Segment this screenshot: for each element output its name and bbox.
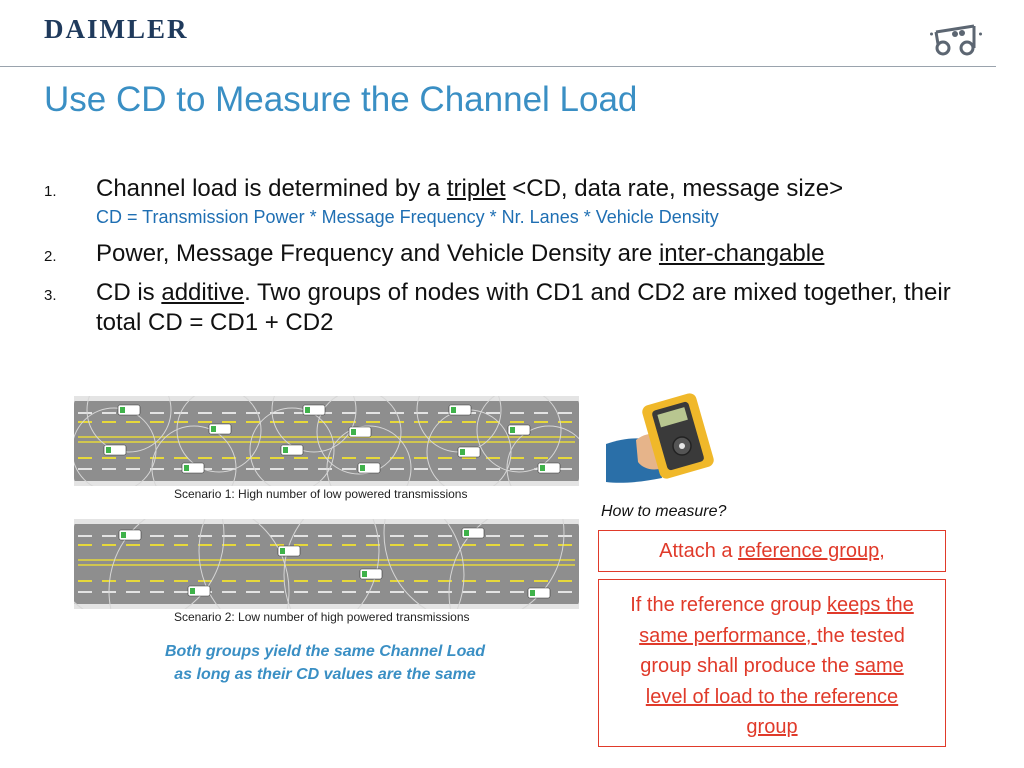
point-text-tail: <CD, data rate, message size>	[505, 175, 844, 202]
box2-text-2: the tested group shall produce the	[640, 624, 905, 678]
bullet-number: 3.	[44, 287, 57, 304]
vehicle-network-icon	[930, 24, 982, 56]
point-text-tail: . Two groups of nodes with CD1 and CD2 a…	[96, 279, 951, 336]
daimler-logo: DAIMLER	[44, 14, 189, 44]
highway-diagram-2	[74, 519, 579, 609]
scenario-1-figure: Scenario 1: High number of low powered t…	[74, 396, 579, 501]
bullet-point-3: 3. CD is additive. Two groups of nodes w…	[44, 278, 974, 338]
point-underlined-text: triplet	[446, 175, 506, 202]
header-divider	[0, 66, 996, 67]
box2-underlined-2: same level of load to the reference grou…	[645, 655, 904, 738]
bullet-point-1: 1. Channel load is determined by a tripl…	[44, 174, 974, 230]
reference-group-box: Attach a reference group,	[598, 530, 946, 572]
cd-formula: CD = Transmission Power * Message Freque…	[96, 207, 719, 227]
bullet-number: 2.	[44, 248, 57, 265]
reference-performance-box: If the reference group keeps the same pe…	[598, 579, 946, 747]
point-underlined-text: additive	[161, 279, 245, 306]
multimeter-photo-icon	[606, 386, 730, 486]
same-load-note-line-1: Both groups yield the same Channel Load	[164, 643, 486, 660]
scenario-2-figure: Scenario 2: Low number of high powered t…	[74, 519, 579, 624]
bullet-list: 1. Channel load is determined by a tripl…	[44, 174, 974, 347]
point-text: Power, Message Frequency and Vehicle Den…	[96, 240, 659, 267]
same-load-note: Both groups yield the same Channel Load …	[110, 640, 540, 686]
box2-underlined-1: keeps the same performance,	[639, 594, 914, 647]
how-to-measure-label: How to measure?	[601, 503, 727, 520]
point-text: CD is	[96, 279, 162, 306]
point-underlined-text: inter-changable	[658, 240, 825, 267]
box1-text: Attach a	[659, 540, 739, 562]
bullet-point-2: 2. Power, Message Frequency and Vehicle …	[44, 239, 974, 269]
point-text: Channel load is determined by a	[96, 175, 447, 202]
reference-group-underlined: reference group,	[738, 540, 885, 562]
highway-diagram-1	[74, 396, 579, 486]
same-load-note-line-2: as long as their CD values are the same	[174, 666, 476, 683]
box2-text-1: If the reference group	[630, 594, 828, 616]
page-title: Use CD to Measure the Channel Load	[44, 80, 638, 119]
bullet-number: 1.	[44, 183, 57, 200]
scenario-2-caption: Scenario 2: Low number of high powered t…	[174, 610, 470, 624]
scenario-1-caption: Scenario 1: High number of low powered t…	[174, 487, 468, 501]
